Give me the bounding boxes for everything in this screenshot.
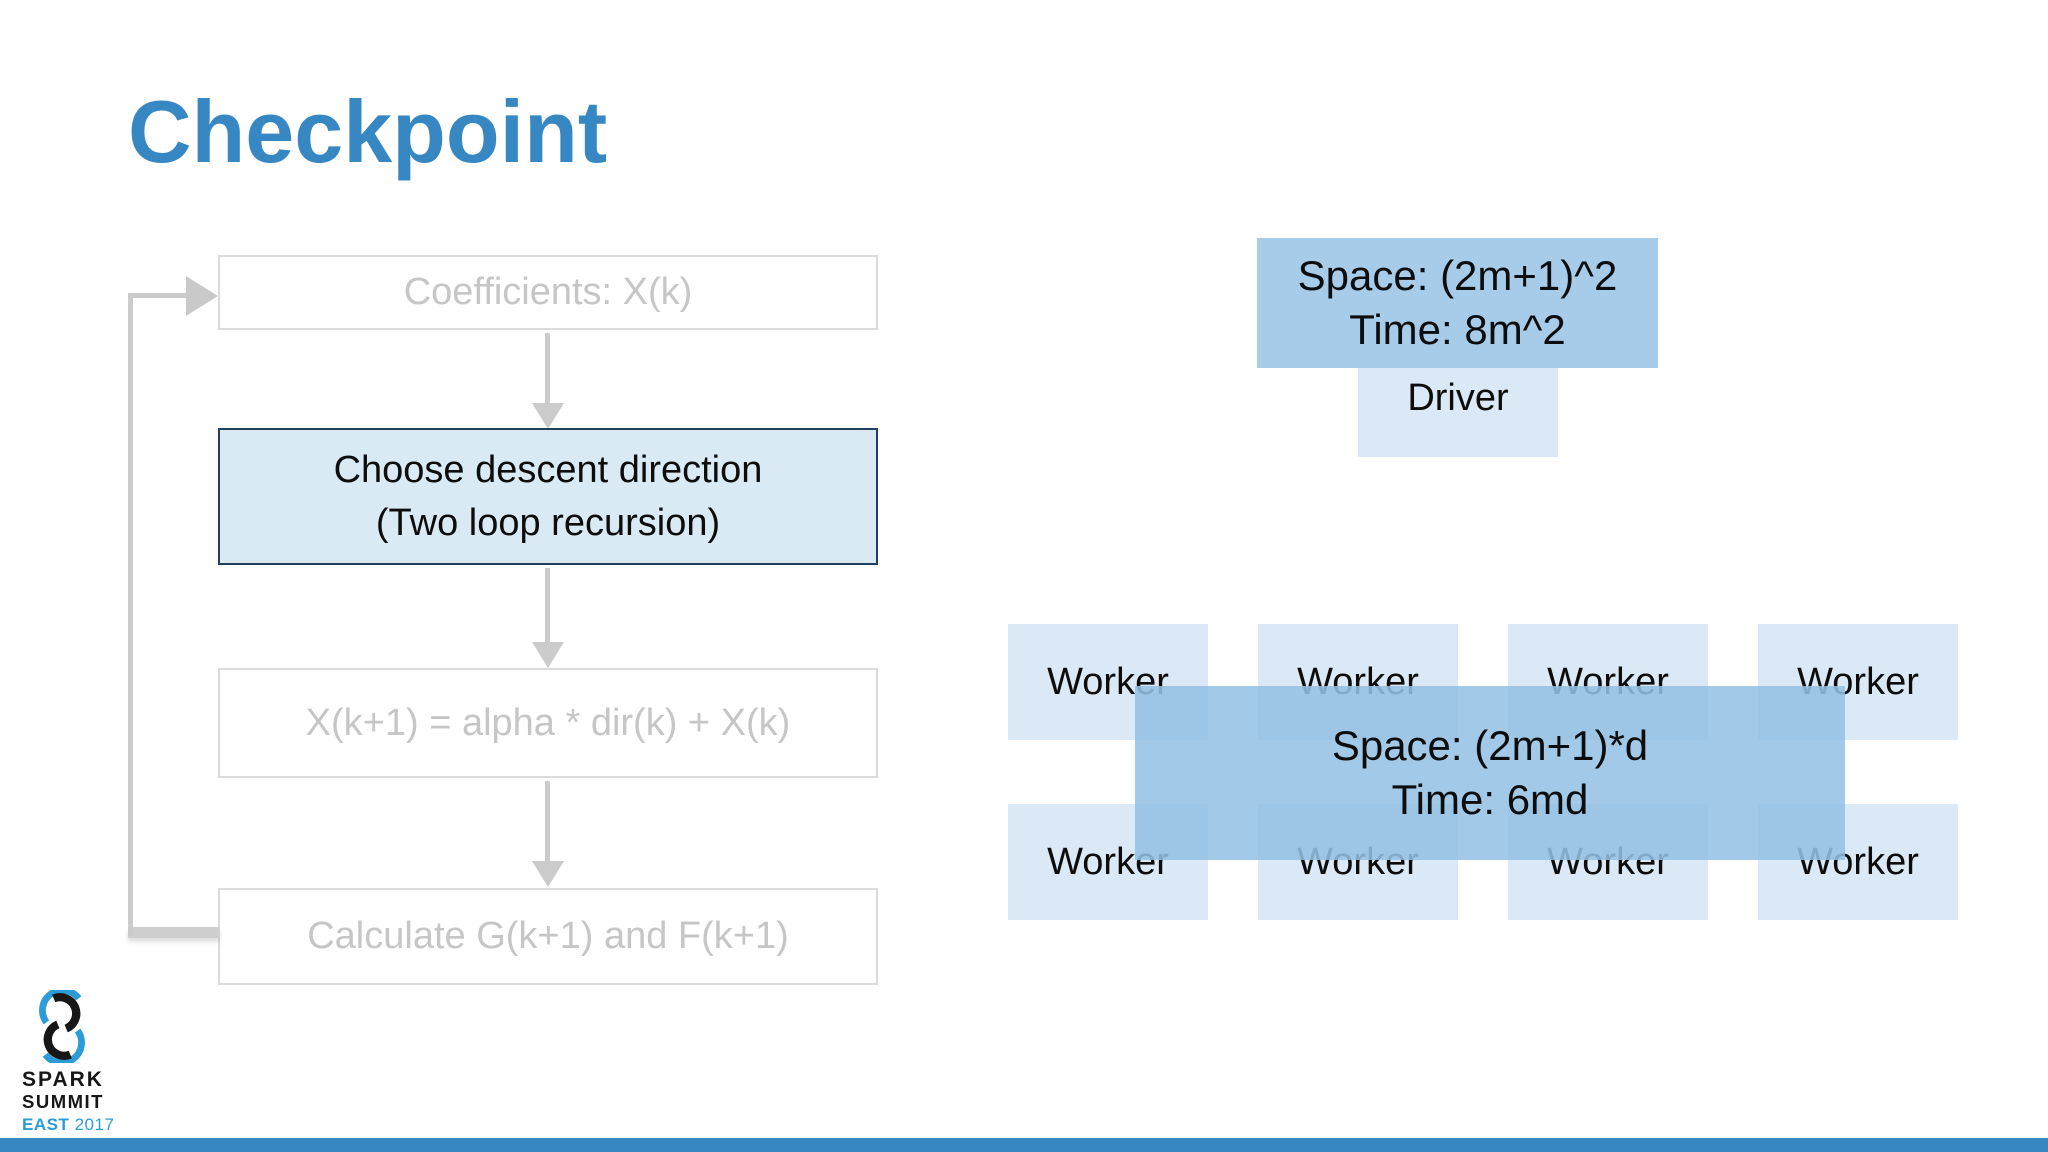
flow-arrow-stem <box>545 781 550 863</box>
loop-line-bottom <box>128 927 220 938</box>
slide-footer-bar <box>0 1138 2048 1152</box>
worker-time-text: Time: 6md <box>1391 776 1589 823</box>
logo-text-year: 2017 <box>74 1114 115 1134</box>
flow-step-label: Coefficients: X(k) <box>403 271 693 314</box>
logo-text-east: EAST <box>22 1114 70 1134</box>
flow-arrow-down-icon <box>532 403 564 429</box>
logo-text-east-2017: EAST 2017 <box>22 1116 142 1133</box>
driver-space-text: Space: (2m+1)^2 <box>1297 252 1618 300</box>
loop-line-top <box>128 293 190 298</box>
logo-text-spark: SPARK <box>22 1068 104 1091</box>
flow-arrow-stem <box>545 568 550 644</box>
flow-step-label-line2: (Two loop recursion) <box>375 501 721 544</box>
worker-space-text: Space: (2m+1)*d <box>1331 722 1649 770</box>
flow-step-update: X(k+1) = alpha * dir(k) + X(k) <box>218 668 878 778</box>
spark-swirl-icon <box>39 990 85 1063</box>
flow-step-label: Calculate G(k+1) and F(k+1) <box>307 915 789 958</box>
flow-step-label-line1: Choose descent direction <box>333 449 763 492</box>
driver-time-text: Time: 8m^2 <box>1349 306 1566 353</box>
page-title: Checkpoint <box>128 82 608 181</box>
driver-stats-box: Space: (2m+1)^2 Time: 8m^2 <box>1257 238 1658 368</box>
flow-arrow-down-icon <box>532 861 564 887</box>
flow-step-coefficients: Coefficients: X(k) <box>218 255 878 330</box>
flow-arrow-stem <box>545 333 550 405</box>
flow-step-calculate: Calculate G(k+1) and F(k+1) <box>218 888 878 985</box>
flow-step-label: X(k+1) = alpha * dir(k) + X(k) <box>305 701 791 744</box>
driver-label: Driver <box>1407 377 1509 419</box>
loop-arrow-right-icon <box>186 276 218 316</box>
spark-summit-logo: SPARK SUMMIT EAST 2017 <box>22 990 142 1133</box>
flow-arrow-down-icon <box>532 642 564 668</box>
loop-line-vertical <box>128 293 133 936</box>
worker-stats-overlay: Space: (2m+1)*d Time: 6md <box>1135 686 1845 860</box>
flow-step-choose-direction: Choose descent direction (Two loop recur… <box>218 428 878 565</box>
logo-text-summit: SUMMIT <box>22 1091 104 1112</box>
